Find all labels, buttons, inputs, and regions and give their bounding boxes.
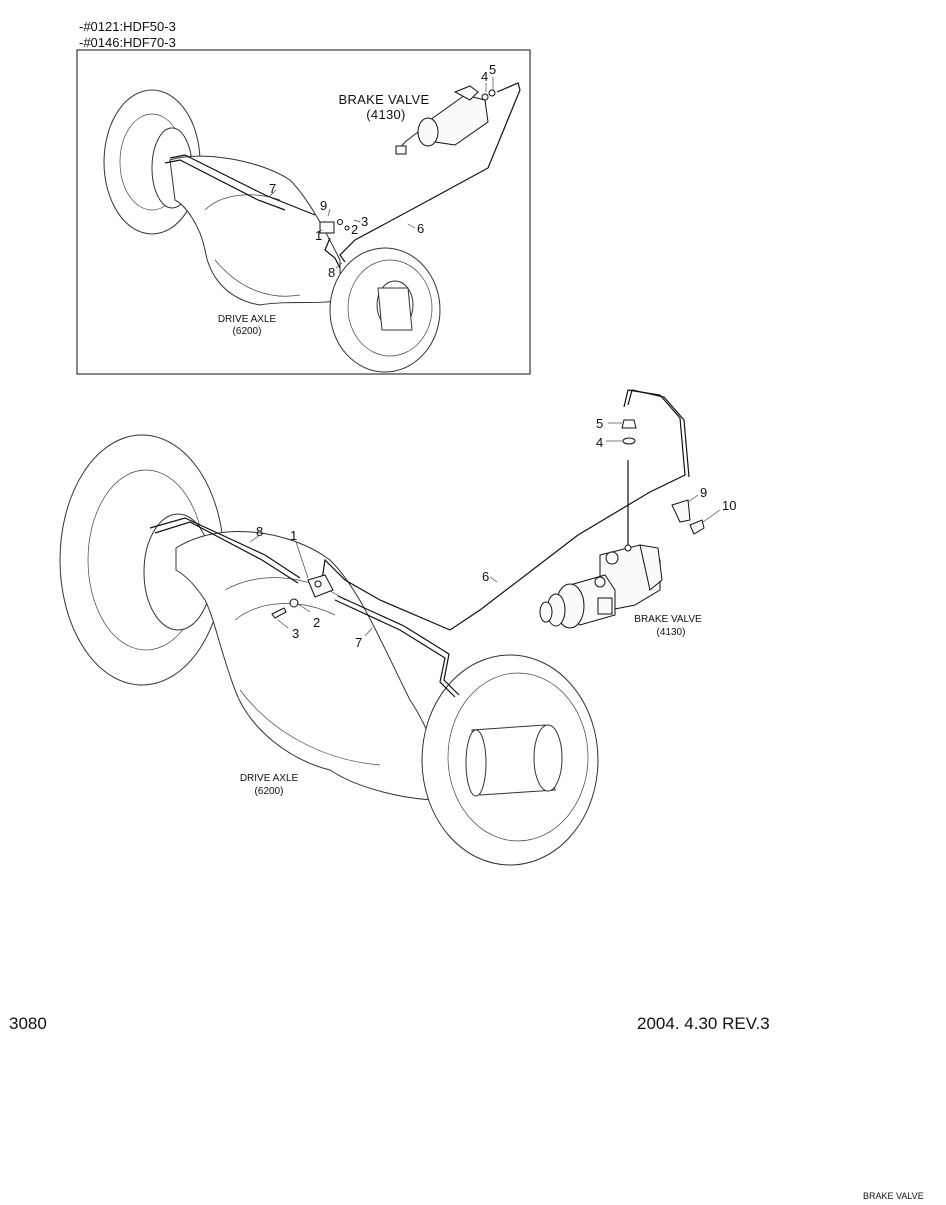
inset-brake-lines — [164, 82, 521, 269]
main-callout-1: 1 — [290, 528, 297, 543]
model-line-1: -#0121:HDF50-3 — [79, 19, 176, 34]
inset-callout-7: 7 — [269, 181, 276, 196]
main-left-wheel — [59, 434, 225, 686]
inset-brake-valve-code: (4130) — [366, 107, 405, 122]
inset-callout-5: 5 — [489, 62, 496, 77]
main-callout-2: 2 — [313, 615, 320, 630]
main-callout-7: 7 — [355, 635, 362, 650]
inset-callout-4: 4 — [481, 69, 488, 84]
corner-title: BRAKE VALVE — [863, 1191, 924, 1200]
model-line-2: -#0146:HDF70-3 — [79, 35, 176, 50]
inset-callout-1: 1 — [315, 228, 322, 243]
main-callout-8: 8 — [256, 524, 263, 539]
main-callout-10: 10 — [722, 498, 736, 513]
inset-frame — [76, 49, 531, 375]
inset-brake-valve — [395, 85, 496, 155]
page-number: 3080 — [9, 1014, 47, 1033]
main-callout-9: 9 — [700, 485, 707, 500]
inset-leaders — [269, 77, 494, 269]
inset-callout-9: 9 — [320, 198, 327, 213]
main-right-wheel — [421, 654, 599, 866]
main-callout-6: 6 — [482, 569, 489, 584]
inset-axle-housing — [169, 155, 341, 306]
main-brake-valve-label: BRAKE VALVE — [634, 614, 702, 625]
inset-callout-8: 8 — [328, 265, 335, 280]
main-axle-housing — [175, 531, 441, 801]
inset-drive-axle-label: DRIVE AXLE — [218, 314, 277, 325]
revision-date: 2004. 4.30 REV.3 — [637, 1014, 770, 1033]
inset-callout-6: 6 — [417, 221, 424, 236]
inset-callout-3: 3 — [361, 214, 368, 229]
inset-view: 1 2 3 4 5 6 7 8 9 BRAKE VALVE (4130) DRI… — [76, 49, 531, 375]
main-brake-valve — [539, 544, 663, 629]
main-drive-axle-code: (6200) — [255, 786, 284, 797]
inset-right-wheel — [329, 247, 441, 373]
main-drive-axle-label: DRIVE AXLE — [240, 773, 299, 784]
main-brake-lines — [149, 389, 705, 698]
main-callout-5: 5 — [596, 416, 603, 431]
main-callout-4: 4 — [596, 435, 603, 450]
inset-brake-valve-label: BRAKE VALVE — [339, 92, 430, 107]
main-view: 1 2 3 4 5 6 7 8 9 10 BRAKE VALVE (4130) … — [59, 389, 736, 866]
main-callout-3: 3 — [292, 626, 299, 641]
main-brake-valve-code: (4130) — [657, 627, 686, 638]
main-leaders — [249, 422, 721, 637]
inset-drive-axle-code: (6200) — [233, 326, 262, 337]
inset-callout-2: 2 — [351, 222, 358, 237]
